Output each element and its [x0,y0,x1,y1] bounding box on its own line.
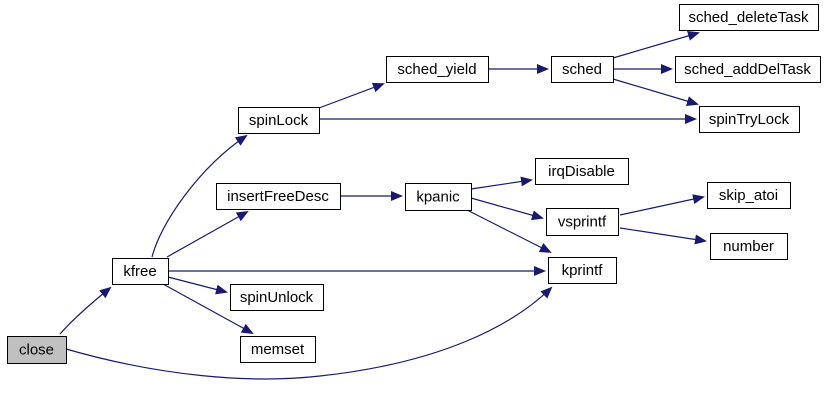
edge-kpanic-kprintf [466,209,552,253]
node-box [675,56,821,83]
node-number[interactable]: number [710,233,788,260]
node-vsprintf[interactable]: vsprintf [546,208,619,236]
edge-kfree-spinLock [151,134,248,258]
node-label: sched_addDelTask [684,61,811,78]
node-box [405,183,472,211]
node-box [710,233,788,260]
node-label: irqDisable [548,163,615,180]
edge-close-kfree [59,286,112,335]
node-skip_atoi[interactable]: skip_atoi [707,182,791,209]
node-box [535,158,629,185]
node-label: sched [562,61,602,78]
node-label: insertFreeDesc [227,188,329,205]
node-irqDisable[interactable]: irqDisable [535,158,629,185]
edge-sched-sched_deleteTask [612,31,700,59]
node-box [7,336,67,364]
edge-spinLock-sched_yield [318,82,385,109]
node-box [240,336,316,363]
edge-close-kprintf [65,286,553,380]
node-box [548,257,617,284]
node-memset[interactable]: memset [240,336,316,363]
node-box [546,208,619,236]
node-label: memset [251,341,305,358]
node-label: kpanic [416,189,460,206]
node-box [386,56,489,83]
node-spinTryLock[interactable]: spinTryLock [699,106,800,133]
node-box [551,56,614,83]
node-label: vsprintf [558,214,607,231]
edge-kfree-memset [162,283,254,334]
node-label: sched_deleteTask [688,9,809,26]
node-sched[interactable]: sched [551,56,614,83]
node-label: number [723,238,774,255]
node-box [699,106,800,133]
node-box [707,182,791,209]
node-box [216,183,341,210]
node-label: skip_atoi [719,187,778,204]
edge-kfree-spinUnlock [167,276,228,295]
edge-vsprintf-number [619,227,707,245]
node-label: kfree [123,263,156,280]
node-sched_yield[interactable]: sched_yield [386,56,489,83]
node-box [679,4,819,31]
node-kfree[interactable]: kfree [112,258,169,285]
node-label: close [19,342,54,359]
node-label: spinTryLock [709,111,790,128]
node-box [112,258,169,285]
node-label: sched_yield [397,61,476,78]
node-box [238,107,320,134]
node-spinLock[interactable]: spinLock [238,107,320,134]
node-label: kprintf [562,262,604,279]
edge-vsprintf-skip_atoi [619,194,705,216]
node-sched_deleteTask[interactable]: sched_deleteTask [679,4,819,31]
edge-kfree-insertFreeDesc [166,211,249,258]
node-spinUnlock[interactable]: spinUnlock [230,284,324,311]
node-kprintf[interactable]: kprintf [548,257,617,284]
node-kpanic[interactable]: kpanic [405,183,472,211]
edge-kpanic-irqDisable [470,176,533,190]
node-insertFreeDesc[interactable]: insertFreeDesc [216,183,341,210]
node-label: spinLock [249,112,309,129]
edge-kpanic-vsprintf [470,197,544,221]
node-label: spinUnlock [240,289,314,306]
edge-sched-spinTryLock [612,78,699,106]
node-box [230,284,324,311]
node-close[interactable]: close [7,336,67,364]
node-sched_addDelTask[interactable]: sched_addDelTask [675,56,821,83]
